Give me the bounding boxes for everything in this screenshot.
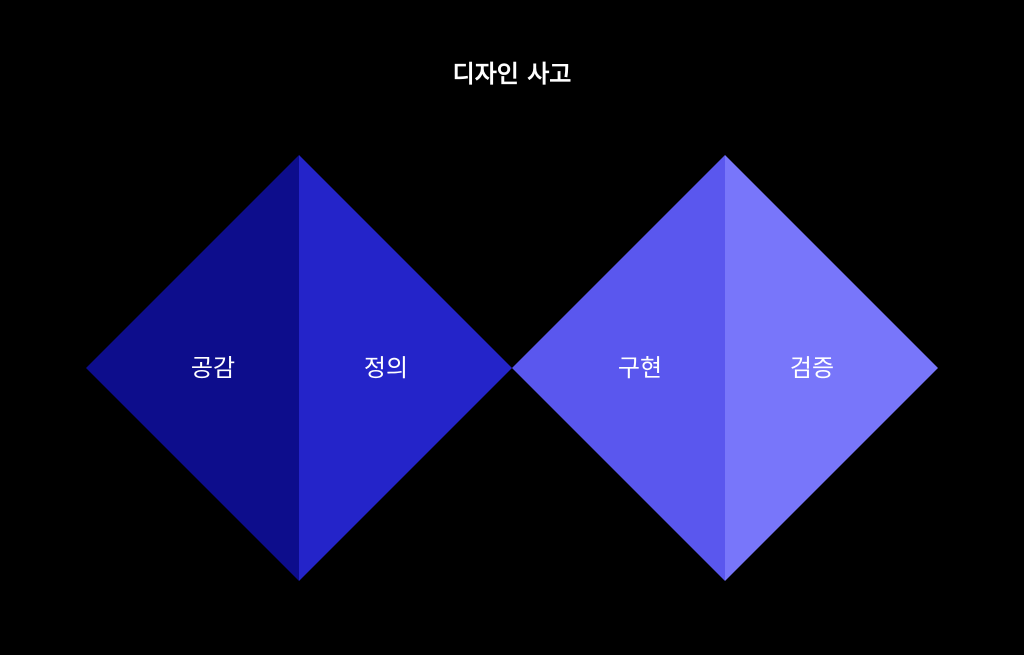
phase-implement-label: 구현 <box>618 354 662 382</box>
phase-define-shape <box>299 155 512 581</box>
phase-empathize-shape <box>86 155 299 581</box>
phase-implement-shape <box>512 155 725 581</box>
phase-validate-label: 검증 <box>790 354 834 382</box>
phase-define-label: 정의 <box>364 354 408 382</box>
phase-validate-shape <box>725 155 938 581</box>
phase-empathize-label: 공감 <box>191 354 235 382</box>
page-title: 디자인 사고 <box>452 60 572 88</box>
